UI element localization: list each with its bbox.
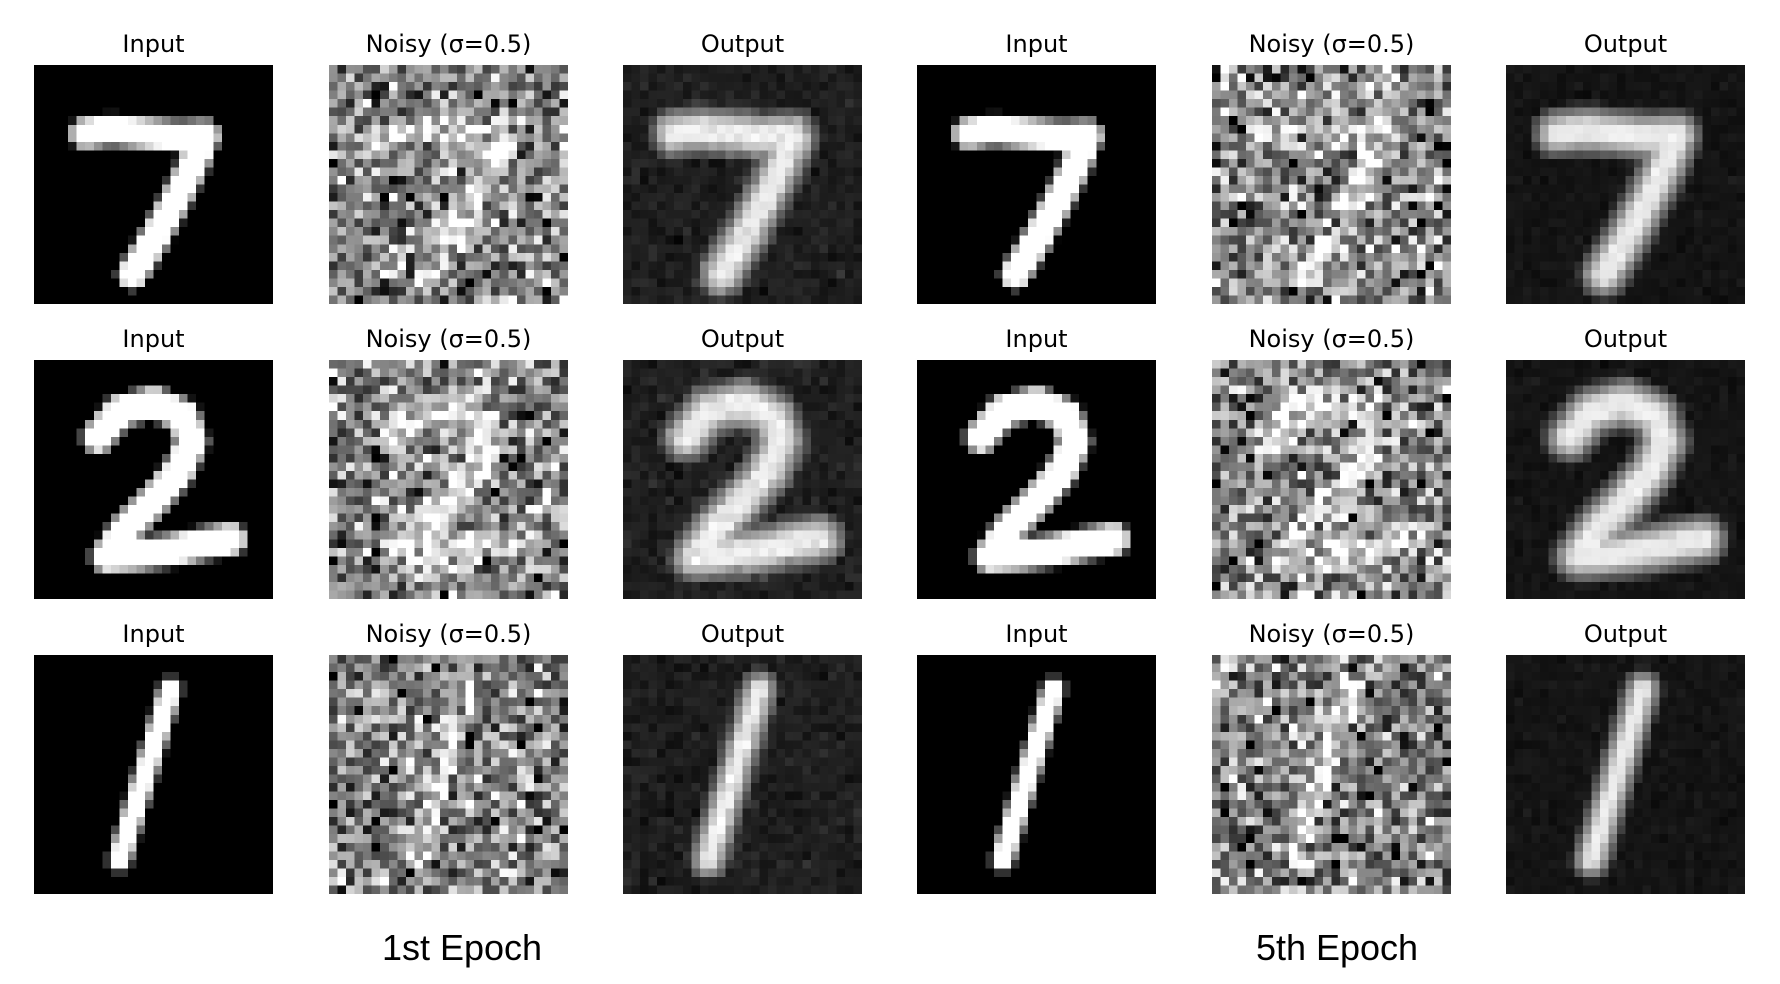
group-label-epoch-1: 1st Epoch: [381, 927, 543, 968]
panel-title: Noisy (σ=0.5): [1248, 30, 1415, 58]
digit-image-noisy: [329, 655, 568, 894]
digit-image-input: [34, 655, 273, 894]
panel-title: Output: [1583, 325, 1668, 353]
digit-image-noisy: [329, 65, 568, 304]
panel-title: Output: [1583, 30, 1668, 58]
digit-image-output: [1506, 360, 1745, 599]
panel-title: Input: [122, 620, 185, 648]
digit-image-noisy: [1212, 360, 1451, 599]
digit-image-output: [623, 655, 862, 894]
panel-title: Output: [700, 30, 785, 58]
panel-title: Input: [122, 30, 185, 58]
group-label-epoch-5: 5th Epoch: [1255, 927, 1419, 968]
panel-title: Noisy (σ=0.5): [1248, 325, 1415, 353]
digit-image-input: [34, 360, 273, 599]
panel-title: Output: [700, 325, 785, 353]
panel-title: Noisy (σ=0.5): [365, 325, 532, 353]
digit-image-output: [1506, 65, 1745, 304]
panel-title: Noisy (σ=0.5): [365, 30, 532, 58]
digit-image-output: [623, 360, 862, 599]
digit-image-input: [917, 65, 1156, 304]
panel-title: Input: [1005, 620, 1068, 648]
panel-title: Input: [1005, 30, 1068, 58]
panel-title: Noisy (σ=0.5): [1248, 620, 1415, 648]
digit-image-noisy: [329, 360, 568, 599]
panel-title: Input: [122, 325, 185, 353]
digit-image-input: [917, 655, 1156, 894]
panel-title: Output: [1583, 620, 1668, 648]
digit-image-input: [917, 360, 1156, 599]
panel-title: Input: [1005, 325, 1068, 353]
digit-image-noisy: [1212, 65, 1451, 304]
digit-image-noisy: [1212, 655, 1451, 894]
digit-image-output: [1506, 655, 1745, 894]
digit-image-input: [34, 65, 273, 304]
panel-title: Noisy (σ=0.5): [365, 620, 532, 648]
panel-title: Output: [700, 620, 785, 648]
digit-image-output: [623, 65, 862, 304]
